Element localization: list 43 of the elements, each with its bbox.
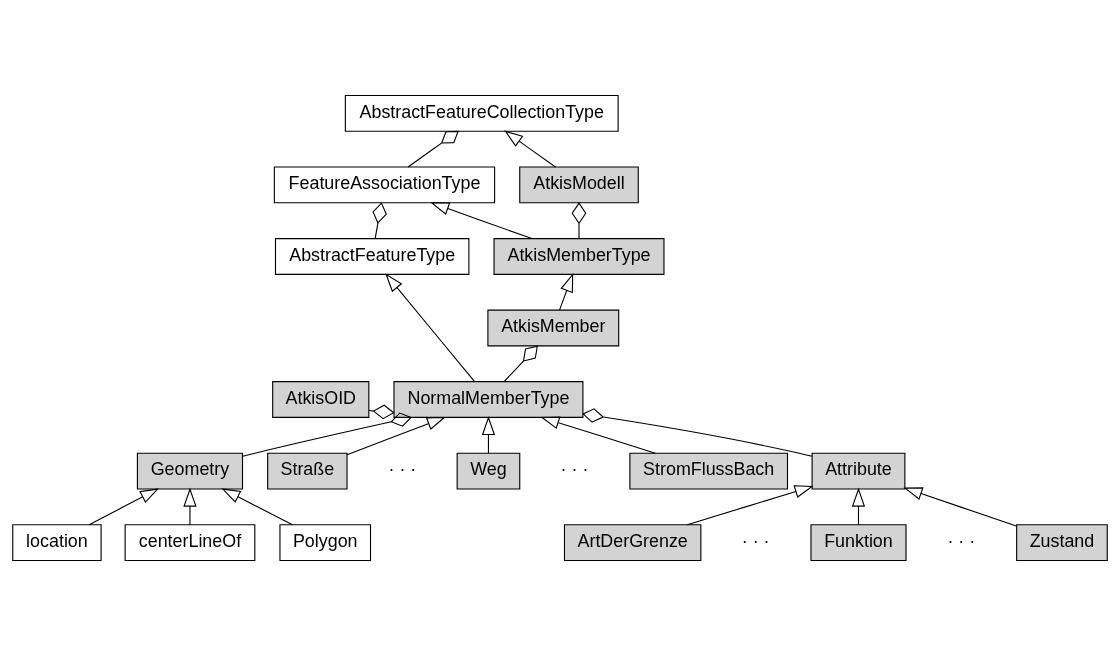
connector <box>407 130 459 168</box>
node-box: Straße <box>267 452 348 490</box>
connector <box>582 407 813 457</box>
arrow <box>88 487 160 525</box>
arrow <box>430 201 533 239</box>
node-box: Polygon <box>279 523 372 561</box>
arrow <box>346 416 446 455</box>
node-box: AtkisModell <box>519 165 639 203</box>
connector <box>571 201 587 239</box>
node-box: Attribute <box>811 452 906 490</box>
arrow <box>540 415 656 454</box>
node-box: ArtDerGrenze <box>563 523 702 561</box>
label: · · · <box>388 458 417 479</box>
label: · · · <box>947 530 976 551</box>
arrow <box>504 129 556 168</box>
node-box: AtkisOID <box>272 380 370 418</box>
arrow <box>385 272 475 382</box>
label: · · · <box>741 530 770 551</box>
node-box: Weg <box>456 452 521 490</box>
connector <box>368 404 395 419</box>
connector <box>372 201 387 239</box>
node-box: AtkisMember <box>487 309 620 346</box>
node-box: Zustand <box>1016 523 1108 561</box>
arrow <box>558 272 574 311</box>
label: · · · <box>560 458 589 479</box>
arrow <box>686 484 814 525</box>
node-box: StromFlussBach <box>629 452 789 490</box>
node-box: AbstractFeatureCollectionType <box>344 94 619 132</box>
node-box: Funktion <box>810 523 907 561</box>
node-box: location <box>12 523 102 561</box>
node-box: AbstractFeatureType <box>274 237 470 275</box>
node-box: AtkisMemberType <box>493 237 665 275</box>
arrow <box>481 415 496 454</box>
arrow <box>183 487 197 525</box>
arrow <box>221 487 294 525</box>
node-box: NormalMemberType <box>393 380 584 418</box>
connector <box>242 411 412 457</box>
arrow <box>851 487 866 525</box>
node-box: FeatureAssociationType <box>273 165 496 203</box>
node-box: Geometry <box>136 452 244 490</box>
arrow <box>903 486 1017 527</box>
connector <box>503 345 538 382</box>
node-box: centerLineOf <box>124 523 256 561</box>
